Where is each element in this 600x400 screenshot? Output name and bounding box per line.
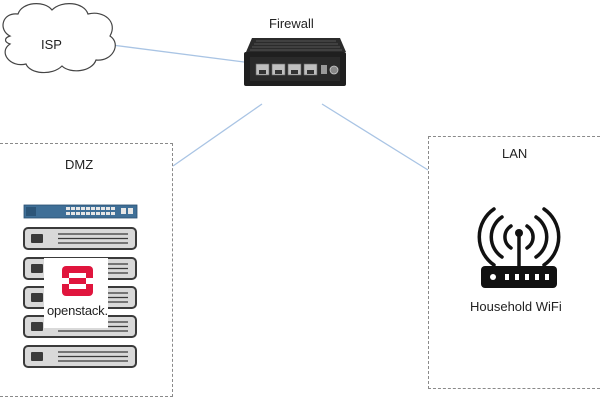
router-body	[481, 229, 557, 288]
openstack-label: openstack.	[47, 303, 108, 318]
openstack-logo-icon	[62, 266, 93, 296]
household-wifi-label: Household WiFi	[470, 299, 562, 314]
wifi-router-icon	[477, 207, 561, 267]
network-switch-icon	[23, 204, 138, 219]
dmz-label: DMZ	[65, 157, 94, 172]
firewall-label: Firewall	[269, 16, 314, 31]
server-unit	[23, 227, 137, 250]
isp-label: ISP	[41, 37, 62, 52]
link-firewall-dmz	[172, 103, 263, 167]
link-isp-firewall	[111, 44, 245, 63]
lan-zone	[428, 136, 600, 389]
lan-label: LAN	[502, 146, 528, 161]
dmz-zone	[0, 143, 173, 397]
server-unit	[23, 345, 137, 368]
cloud-icon	[2, 3, 116, 74]
firewall-appliance-icon	[244, 38, 346, 86]
link-firewall-lan	[321, 103, 429, 171]
